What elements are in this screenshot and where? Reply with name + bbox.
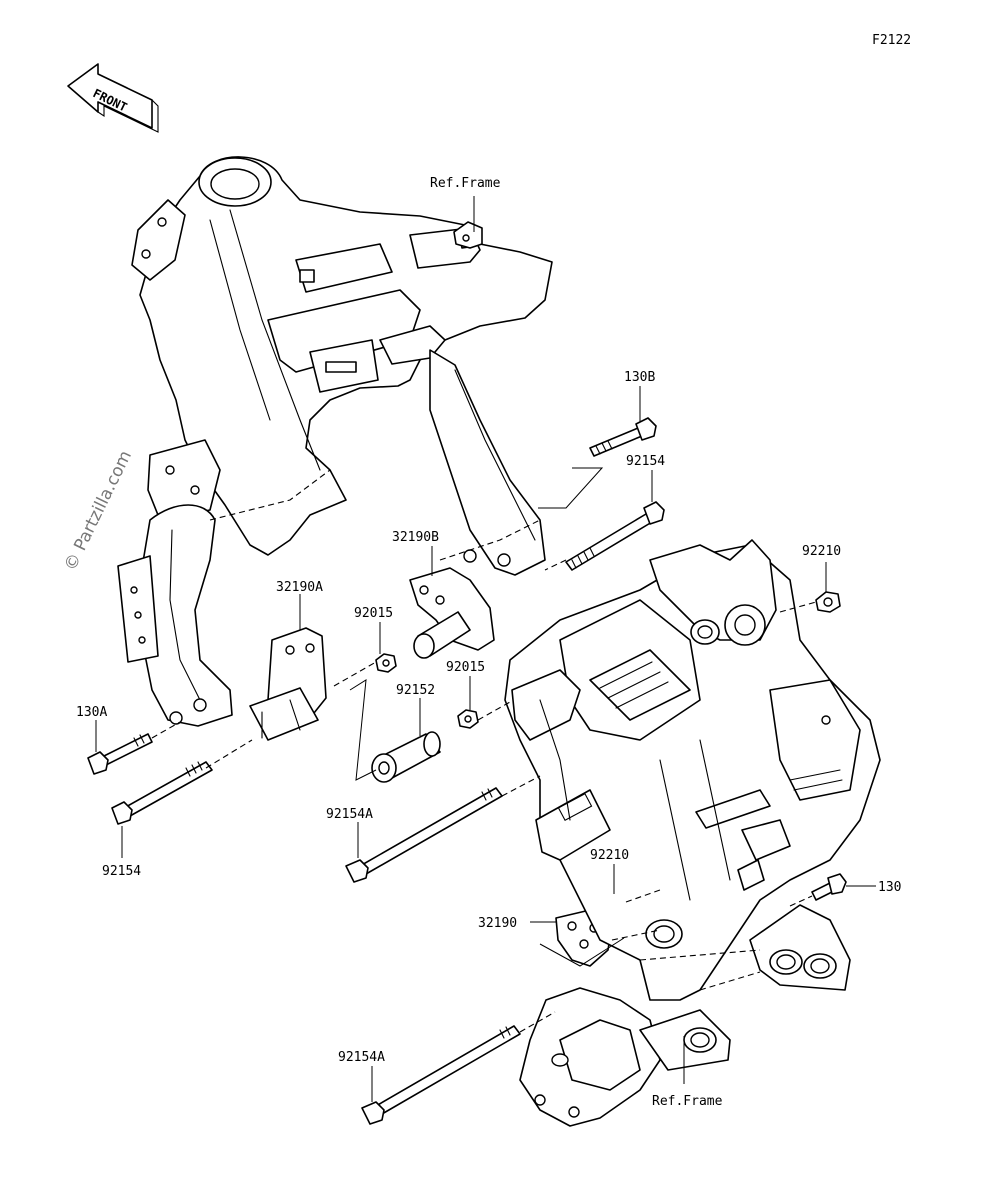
label-130a: 130A — [76, 705, 107, 720]
leader-lines — [95, 196, 876, 1102]
bolt-92154-top — [565, 501, 665, 571]
label-32190: 32190 — [478, 916, 517, 931]
label-92210-bottom: 92210 — [590, 848, 629, 863]
label-130b: 130B — [624, 370, 655, 385]
bracket-32190b — [409, 567, 495, 651]
watermark: © Partzilla.com — [61, 448, 136, 575]
label-32190b: 32190B — [392, 530, 439, 545]
label-92154-top: 92154 — [626, 454, 665, 469]
collar-92015 — [413, 611, 471, 659]
label-ref-frame-bottom: Ref.Frame — [652, 1094, 723, 1109]
label-92015-right: 92015 — [446, 660, 485, 675]
bolt-130a — [87, 733, 153, 775]
frame-tab — [299, 269, 315, 283]
bolt-130 — [811, 873, 847, 901]
main-frame — [131, 156, 553, 556]
bracket-32190a — [249, 627, 327, 741]
nut-92015-right — [457, 709, 479, 729]
label-130: 130 — [878, 880, 901, 895]
label-92152: 92152 — [396, 683, 435, 698]
nut-92210-top — [815, 591, 841, 613]
bolt-92154a-middle — [345, 787, 503, 883]
lower-frame-bracket — [519, 987, 731, 1127]
alignment-lines — [151, 469, 817, 1033]
figure-code: F2122 — [872, 33, 911, 48]
label-92154a-middle: 92154A — [326, 807, 373, 822]
nut-92015-left — [375, 653, 397, 673]
label-92154a-bottom: 92154A — [338, 1050, 385, 1065]
rear-frame-plate — [749, 904, 851, 991]
frame-left-member — [117, 504, 233, 727]
label-92154-left: 92154 — [102, 864, 141, 879]
bolt-130b — [589, 417, 657, 457]
label-32190a: 32190A — [276, 580, 323, 595]
spacer-92152 — [371, 731, 441, 783]
front-arrow-icon: FRONT — [67, 63, 159, 133]
frame-down-tube — [429, 349, 546, 576]
engine-assembly — [504, 539, 881, 1001]
label-92015-left: 92015 — [354, 606, 393, 621]
bolt-92154-left — [111, 761, 213, 825]
label-ref-frame-top: Ref.Frame — [430, 176, 501, 191]
bolt-92154a-bottom — [361, 1025, 521, 1125]
label-92210-top: 92210 — [802, 544, 841, 559]
